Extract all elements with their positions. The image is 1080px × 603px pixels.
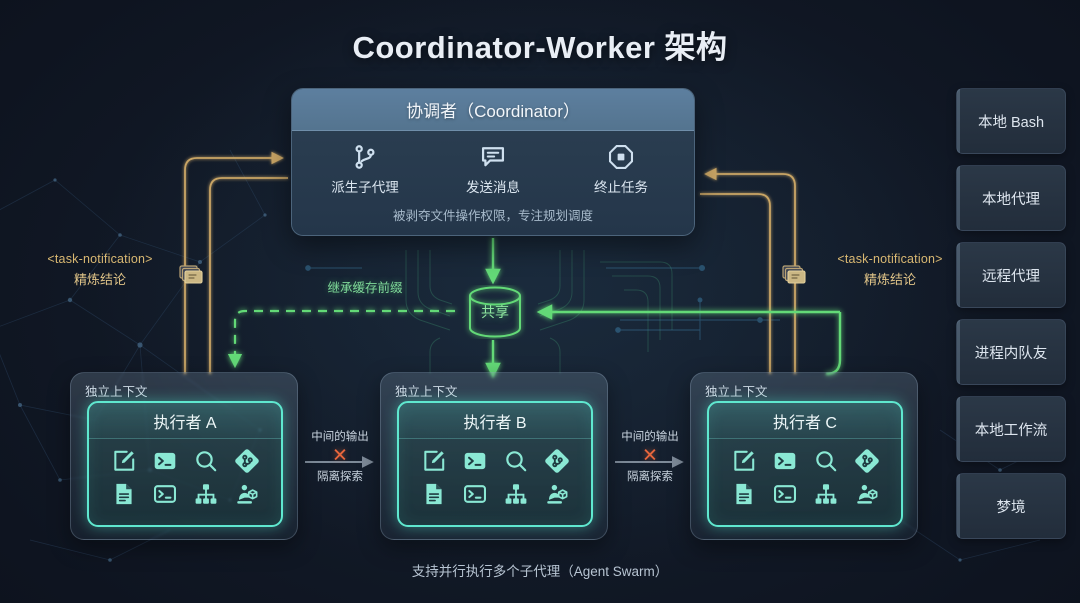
sidebar-item-label: 本地 Bash <box>977 114 1045 131</box>
coordinator-action-spawn[interactable]: 派生子代理 <box>323 143 407 196</box>
coordinator-header: 协调者（Coordinator） <box>292 89 694 131</box>
worker-context-label: 独立上下文 <box>85 385 148 399</box>
stop-octagon-icon <box>607 143 635 171</box>
cross-mark-icon: ✕ <box>332 445 348 467</box>
edit-pencil-icon[interactable] <box>111 448 137 474</box>
coordinator-action-terminate[interactable]: 终止任务 <box>579 143 663 196</box>
task-notification-tag: <task-notification> <box>837 252 943 266</box>
stacked-cards-icon <box>780 262 806 288</box>
blocked-link-top-label: 中间的输出 <box>621 431 679 443</box>
git-diamond-icon[interactable] <box>234 448 260 474</box>
search-icon[interactable] <box>813 448 839 474</box>
worker-context-label: 独立上下文 <box>395 385 458 399</box>
sidebar-item-label: 梦境 <box>996 499 1026 516</box>
blocked-link-mark-row: ✕ <box>604 445 696 467</box>
page-title: Coordinator-Worker 架构 <box>352 30 728 65</box>
edit-pencil-icon[interactable] <box>421 448 447 474</box>
worker-card-b[interactable]: 独立上下文 执行者 B <box>380 372 608 540</box>
blocked-link-bottom-label: 隔离探索 <box>317 471 363 483</box>
git-diamond-icon[interactable] <box>854 448 880 474</box>
worker-title: 执行者 B <box>399 403 591 439</box>
worker-tool-icons <box>709 439 901 507</box>
terminal-outline-icon[interactable] <box>462 481 488 507</box>
worker-tool-icons <box>399 439 591 507</box>
worker-title: 执行者 A <box>89 403 281 439</box>
message-icon <box>479 143 507 171</box>
sidebar-item-in-process-teammate[interactable]: 进程内队友 <box>956 319 1066 385</box>
sidebar-item-label: 进程内队友 <box>974 345 1048 362</box>
sidebar: 本地 Bash 本地代理 远程代理 进程内队友 本地工作流 梦境 <box>956 88 1066 550</box>
git-diamond-icon[interactable] <box>544 448 570 474</box>
coordinator-body: 派生子代理 发送消息 <box>292 131 694 235</box>
worker-tool-icons <box>89 439 281 507</box>
sitemap-icon[interactable] <box>503 481 529 507</box>
worker-inner-c: 执行者 C <box>707 401 903 527</box>
worker-card-a[interactable]: 独立上下文 执行者 A <box>70 372 298 540</box>
worker-context-label: 独立上下文 <box>705 385 768 399</box>
coordinator-action-label: 终止任务 <box>594 180 648 195</box>
search-icon[interactable] <box>193 448 219 474</box>
terminal-outline-icon[interactable] <box>152 481 178 507</box>
sidebar-item-local-workflow[interactable]: 本地工作流 <box>956 396 1066 462</box>
sidebar-item-label: 远程代理 <box>982 268 1040 285</box>
task-notification-tag: <task-notification> <box>47 252 153 266</box>
sidebar-item-label: 本地工作流 <box>974 422 1048 439</box>
coordinator-action-label: 发送消息 <box>466 180 520 195</box>
stacked-cards-icon <box>177 262 203 288</box>
blocked-link-ab: 中间的输出 ✕ 隔离探索 <box>294 428 386 484</box>
coordinator-note: 被剥夺文件操作权限，专注规划调度 <box>392 209 593 223</box>
agent-tools-icon[interactable] <box>544 481 570 507</box>
blocked-link-top-label: 中间的输出 <box>311 431 369 443</box>
search-icon[interactable] <box>503 448 529 474</box>
document-icon[interactable] <box>111 481 137 507</box>
blocked-link-bc: 中间的输出 ✕ 隔离探索 <box>604 428 696 484</box>
sidebar-item-local-bash[interactable]: 本地 Bash <box>956 88 1066 154</box>
shared-cache-label: 共享 <box>481 304 509 320</box>
sitemap-icon[interactable] <box>193 481 219 507</box>
inherit-cache-label: 继承缓存前缀 <box>327 281 403 295</box>
document-icon[interactable] <box>421 481 447 507</box>
shared-cache-node[interactable]: 共享 <box>459 285 531 339</box>
terminal-filled-icon[interactable] <box>772 448 798 474</box>
terminal-filled-icon[interactable] <box>462 448 488 474</box>
task-notification-sub: 精炼结论 <box>73 272 126 287</box>
coordinator-card[interactable]: 协调者（Coordinator） 派生子代理 <box>291 88 695 236</box>
footer-caption: 支持并行执行多个子代理（Agent Swarm） <box>411 564 669 579</box>
agent-tools-icon[interactable] <box>234 481 260 507</box>
database-cylinder-icon <box>469 286 521 338</box>
sidebar-item-local-agent[interactable]: 本地代理 <box>956 165 1066 231</box>
document-icon[interactable] <box>731 481 757 507</box>
task-notification-sub: 精炼结论 <box>863 272 916 287</box>
terminal-outline-icon[interactable] <box>772 481 798 507</box>
sitemap-icon[interactable] <box>813 481 839 507</box>
sidebar-item-remote-agent[interactable]: 远程代理 <box>956 242 1066 308</box>
worker-inner-a: 执行者 A <box>87 401 283 527</box>
sidebar-item-label: 本地代理 <box>982 191 1040 208</box>
coordinator-action-label: 派生子代理 <box>331 180 399 195</box>
agent-tools-icon[interactable] <box>854 481 880 507</box>
blocked-link-bottom-label: 隔离探索 <box>627 471 673 483</box>
coordinator-actions: 派生子代理 发送消息 <box>323 143 663 196</box>
task-notification-left: <task-notification> 精炼结论 <box>10 252 190 288</box>
worker-card-c[interactable]: 独立上下文 执行者 C <box>690 372 918 540</box>
cross-mark-icon: ✕ <box>642 445 658 467</box>
terminal-filled-icon[interactable] <box>152 448 178 474</box>
blocked-link-mark-row: ✕ <box>294 445 386 467</box>
worker-inner-b: 执行者 B <box>397 401 593 527</box>
edit-pencil-icon[interactable] <box>731 448 757 474</box>
git-branch-icon <box>351 143 379 171</box>
coordinator-action-message[interactable]: 发送消息 <box>451 143 535 196</box>
sidebar-item-dreamland[interactable]: 梦境 <box>956 473 1066 539</box>
task-notification-right: <task-notification> 精炼结论 <box>800 252 980 288</box>
worker-title: 执行者 C <box>709 403 901 439</box>
